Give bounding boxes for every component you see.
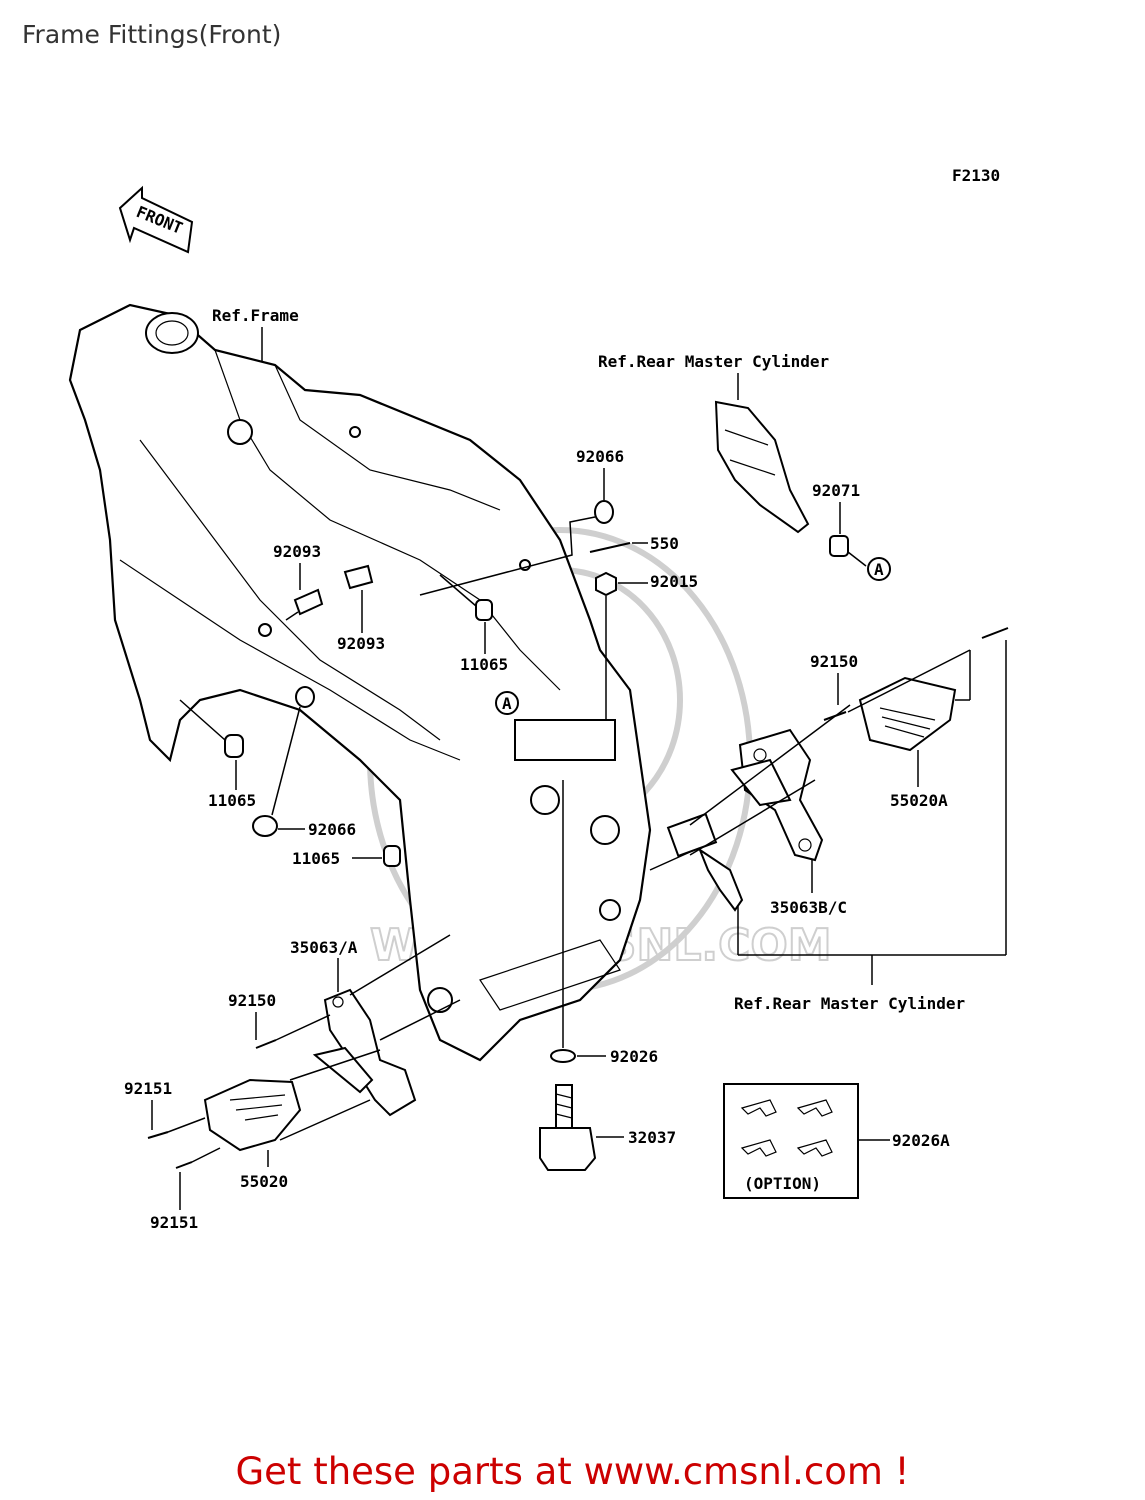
part-55020-heel-guard [203, 1078, 302, 1152]
part-92150-right-label: 92150 [810, 652, 858, 671]
ref-rear-master-bottom-label: Ref.Rear Master Cylinder [734, 994, 965, 1013]
left-footrest-bracket [312, 988, 417, 1117]
part-92026-washer [550, 1049, 576, 1063]
motorcycle-frame [68, 303, 652, 1062]
part-92026-label: 92026 [610, 1047, 658, 1066]
part-92066-plug-upper [295, 686, 315, 708]
part-92066-top-label: 92066 [576, 447, 624, 466]
part-92066-left-cap [252, 815, 278, 837]
part-92093-a-pad [293, 588, 324, 616]
part-92071-grommet [829, 535, 849, 557]
part-right-upper-bolt [981, 627, 1009, 639]
part-92026A-label: 92026A [892, 1131, 950, 1150]
option-label: (OPTION) [744, 1174, 821, 1193]
ref-marker-frame-label: A [502, 694, 512, 713]
part-92093-a-label: 92093 [273, 542, 321, 561]
ref-marker-frame-circle [495, 691, 519, 715]
part-92151-a-screw [147, 1131, 169, 1139]
right-brake-switch [666, 812, 744, 912]
part-92015-label: 92015 [650, 572, 698, 591]
part-11065-low-label: 11065 [292, 849, 340, 868]
part-32037-bolt [539, 1084, 597, 1171]
part-92151-a-label: 92151 [124, 1079, 172, 1098]
rear-master-cylinder-bracket-top [714, 400, 810, 534]
part-11065-mid-grommet [475, 599, 493, 621]
part-550-pin [589, 542, 631, 553]
part-11065-left-label: 11065 [208, 791, 256, 810]
part-92015-nut [595, 571, 617, 597]
part-92093-b-label: 92093 [337, 634, 385, 653]
ref-marker-label: A [874, 560, 884, 579]
ref-frame-label: Ref.Frame [212, 306, 299, 325]
part-92066-top-cap [594, 500, 614, 524]
part-92071-label: 92071 [812, 481, 860, 500]
part-92150-left-label: 92150 [228, 991, 276, 1010]
promo-link-text[interactable]: Get these parts at www.cmsnl.com ! [235, 1450, 910, 1493]
part-92151-b-label: 92151 [150, 1213, 198, 1232]
part-92150-left-bolt [255, 1039, 277, 1049]
part-55020A-label: 55020A [890, 791, 948, 810]
part-92026A-option-box: (OPTION) [723, 1083, 859, 1199]
page-title: Frame Fittings(Front) [22, 20, 282, 49]
part-11065-low-grommet [383, 845, 401, 867]
part-35063BC-label: 35063B/C [770, 898, 847, 917]
frame-fittings-diagram: WWW.CMSNL.COM F2130 FRONT Ref.Frame Ref.… [68, 166, 1009, 1232]
part-11065-left-grommet [224, 734, 244, 758]
part-32037-label: 32037 [628, 1128, 676, 1147]
part-35063A-label: 35063/A [290, 938, 358, 957]
part-92151-b-screw [175, 1161, 193, 1169]
ref-rear-master-top-label: Ref.Rear Master Cylinder [598, 352, 829, 371]
part-92093-b-pad [343, 564, 374, 590]
diagram-code: F2130 [952, 166, 1000, 185]
part-11065-mid-label: 11065 [460, 655, 508, 674]
part-55020-label: 55020 [240, 1172, 288, 1191]
ref-marker-circle [867, 557, 891, 581]
front-arrow-icon: FRONT [118, 185, 194, 254]
part-92066-left-label: 92066 [308, 820, 356, 839]
right-footrest-bracket [730, 728, 824, 862]
part-550-label: 550 [650, 534, 679, 553]
part-55020A-heel-guard [858, 676, 957, 752]
